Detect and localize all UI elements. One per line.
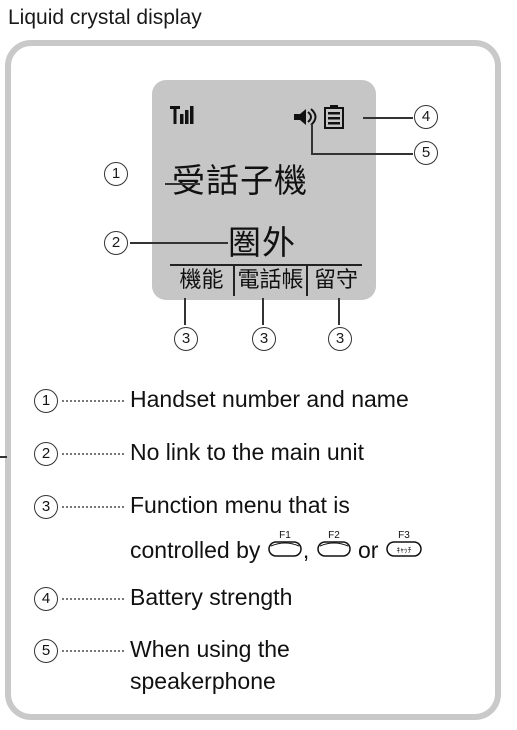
legend-text-prefix: controlled by: [130, 537, 261, 563]
speakerphone-icon: [294, 108, 317, 126]
legend-text-line2: controlled by F1 , F2 or F3 ｷｬｯﾁ: [130, 528, 423, 564]
legend-text: Battery strength: [130, 584, 293, 610]
legend-separator: ,: [302, 537, 310, 563]
f3-catch-key-icon: F3 ｷｬｯﾁ: [385, 528, 423, 564]
softkey-function: 機能: [179, 268, 224, 293]
softkey-bar: 機能 電話帳 留守: [170, 264, 364, 296]
callout-5: 5: [414, 141, 438, 165]
callout-3b: 3: [252, 327, 276, 351]
legend-number: 3: [34, 495, 58, 519]
legend-text: No link to the main unit: [130, 439, 364, 465]
legend-number: 4: [34, 587, 58, 611]
legend-number: 1: [34, 389, 58, 413]
f2-key-icon: F2: [316, 528, 352, 564]
f3-label: F3: [398, 530, 410, 541]
legend-text: Handset number and name: [130, 386, 409, 412]
f2-label: F2: [328, 530, 340, 541]
side-tick: [0, 456, 7, 458]
f1-label: F1: [279, 530, 291, 541]
softkey-answering: 留守: [313, 268, 358, 293]
legend-text-line2: speakerphone: [130, 668, 276, 694]
softkey-phonebook: 電話帳: [237, 268, 304, 293]
legend-text: Function menu that is: [130, 492, 350, 518]
legend-number: 5: [34, 639, 58, 663]
f3-face-label: ｷｬｯﾁ: [396, 546, 411, 555]
no-link-status-text: 圏外: [228, 223, 296, 262]
legend-text: When using the: [130, 636, 290, 662]
callout-3c: 3: [328, 327, 352, 351]
callout-1: 1: [104, 162, 128, 186]
callout-2: 2: [104, 231, 128, 255]
legend-number: 2: [34, 442, 58, 466]
callout-4: 4: [414, 105, 438, 129]
callout-3a: 3: [174, 327, 198, 351]
battery-icon: [324, 105, 344, 129]
lcd-screen: 受話子機 圏外 機能 電話帳 留守: [152, 80, 376, 300]
display-frame: [5, 40, 501, 720]
f1-key-icon: F1: [267, 528, 303, 564]
diagram-title: Liquid crystal display: [8, 6, 202, 29]
legend-or: or: [357, 537, 379, 563]
handset-name-text: 受話子機: [172, 161, 308, 200]
signal-strength-icon: [170, 106, 194, 124]
